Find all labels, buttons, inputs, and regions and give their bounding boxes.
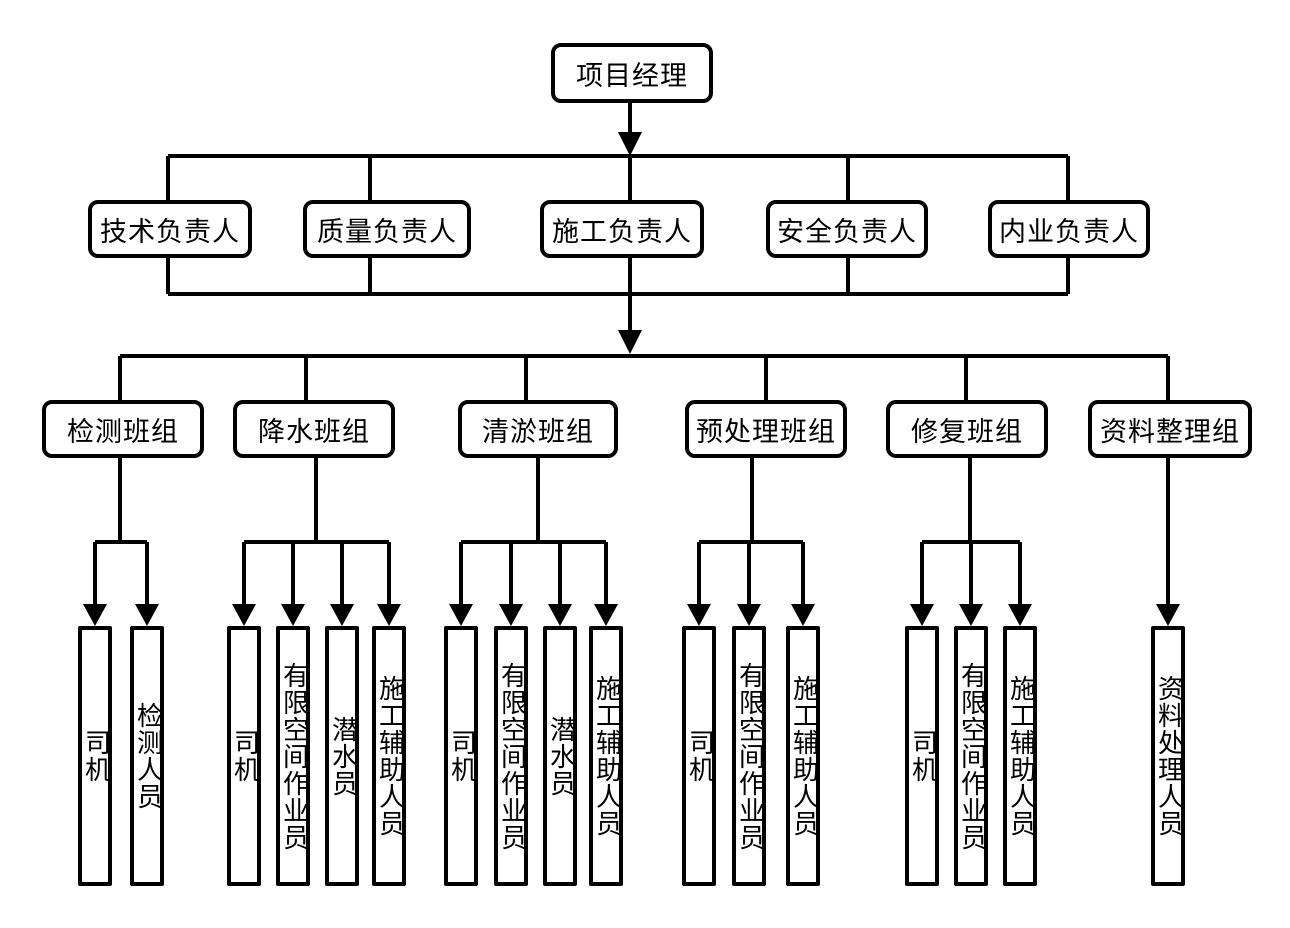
- member-arrowhead: [281, 604, 305, 626]
- member-arrowhead: [232, 604, 256, 626]
- member-arrowhead: [910, 604, 934, 626]
- manager-label: 技术负责人: [100, 216, 240, 248]
- member-arrowhead: [377, 604, 401, 626]
- member-label: 有限空间作业员: [278, 661, 309, 851]
- member-node-pretreatment-assistant: 施工辅助人员: [786, 626, 820, 886]
- team-label: 资料整理组: [1100, 416, 1240, 448]
- member-arrowhead: [449, 604, 473, 626]
- manager-label: 内业负责人: [999, 216, 1139, 248]
- member-node-repair-driver: 司机: [905, 626, 939, 886]
- manager-node-quality: 质量负责人: [303, 200, 471, 258]
- member-node-documentation-processor: 资料处理人员: [1151, 626, 1185, 886]
- root-node: 项目经理: [551, 43, 713, 103]
- member-arrowhead: [737, 604, 761, 626]
- team-node-documentation: 资料整理组: [1088, 400, 1252, 458]
- member-arrowhead: [135, 604, 159, 626]
- member-arrowhead: [330, 604, 354, 626]
- member-arrowhead: [1156, 604, 1180, 626]
- manager-node-internal: 内业负责人: [988, 200, 1150, 258]
- member-node-dewatering-assistant: 施工辅助人员: [372, 626, 406, 886]
- member-label: 施工辅助人员: [591, 675, 622, 837]
- manager-label: 施工负责人: [552, 216, 692, 248]
- member-label: 潜水员: [545, 715, 576, 797]
- manager-label: 安全负责人: [777, 216, 917, 248]
- member-node-desilting-diver: 潜水员: [543, 626, 577, 886]
- team-arrowhead: [618, 330, 642, 354]
- root-arrowhead: [618, 132, 642, 156]
- team-label: 修复班组: [911, 416, 1023, 448]
- root-label: 项目经理: [576, 60, 688, 92]
- member-label: 有限空间作业员: [734, 661, 765, 851]
- team-label: 检测班组: [67, 416, 179, 448]
- member-label: 有限空间作业员: [496, 661, 527, 851]
- team-label: 预处理班组: [696, 416, 836, 448]
- team-node-repair: 修复班组: [886, 400, 1048, 458]
- team-node-dewatering: 降水班组: [233, 400, 395, 458]
- member-node-repair-assistant: 施工辅助人员: [1003, 626, 1037, 886]
- member-arrowhead: [499, 604, 523, 626]
- member-node-desilting-confined-space: 有限空间作业员: [494, 626, 528, 886]
- team-node-desilting: 清淤班组: [458, 400, 618, 458]
- member-node-dewatering-diver: 潜水员: [325, 626, 359, 886]
- member-arrowhead: [83, 604, 107, 626]
- member-label: 司机: [80, 729, 111, 783]
- member-label: 司机: [229, 729, 260, 783]
- manager-node-safety: 安全负责人: [766, 200, 928, 258]
- member-label: 潜水员: [327, 715, 358, 797]
- member-label: 施工辅助人员: [788, 675, 819, 837]
- member-label: 施工辅助人员: [374, 675, 405, 837]
- team-node-inspection: 检测班组: [42, 400, 204, 458]
- member-arrowhead: [959, 604, 983, 626]
- manager-node-technical: 技术负责人: [88, 200, 252, 258]
- member-node-repair-confined-space: 有限空间作业员: [954, 626, 988, 886]
- team-node-pretreatment: 预处理班组: [685, 400, 847, 458]
- member-node-pretreatment-driver: 司机: [682, 626, 716, 886]
- member-arrowhead: [548, 604, 572, 626]
- member-label: 施工辅助人员: [1005, 675, 1036, 837]
- member-label: 司机: [446, 729, 477, 783]
- manager-label: 质量负责人: [317, 216, 457, 248]
- member-arrowhead: [594, 604, 618, 626]
- member-label: 有限空间作业员: [956, 661, 987, 851]
- member-arrowhead: [1008, 604, 1032, 626]
- member-arrowhead: [791, 604, 815, 626]
- member-label: 检测人员: [132, 702, 163, 810]
- member-node-pretreatment-confined-space: 有限空间作业员: [732, 626, 766, 886]
- team-label: 降水班组: [258, 416, 370, 448]
- member-node-desilting-driver: 司机: [444, 626, 478, 886]
- member-node-inspection-driver: 司机: [78, 626, 112, 886]
- manager-node-construction: 施工负责人: [540, 200, 704, 258]
- member-arrowhead: [687, 604, 711, 626]
- team-label: 清淤班组: [482, 416, 594, 448]
- member-node-dewatering-driver: 司机: [227, 626, 261, 886]
- member-node-dewatering-confined-space: 有限空间作业员: [276, 626, 310, 886]
- member-label: 司机: [907, 729, 938, 783]
- member-node-desilting-assistant: 施工辅助人员: [589, 626, 623, 886]
- member-label: 资料处理人员: [1153, 675, 1184, 837]
- member-label: 司机: [684, 729, 715, 783]
- member-node-inspection-inspector: 检测人员: [130, 626, 164, 886]
